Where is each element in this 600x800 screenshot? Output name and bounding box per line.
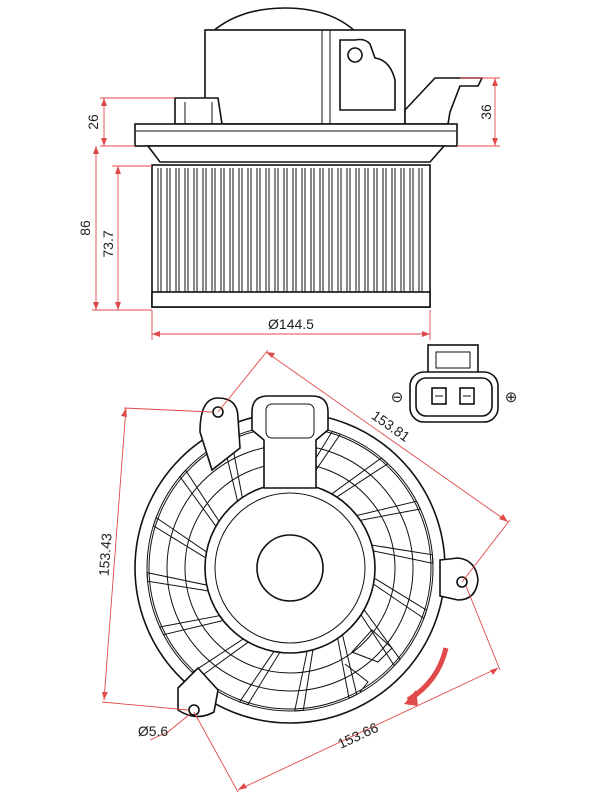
motor-shaft-hub	[256, 534, 324, 602]
dim-36: 36	[478, 104, 494, 120]
wheel-blades	[157, 168, 423, 292]
housing-spoke	[152, 516, 208, 559]
mount-ear-bottom	[177, 666, 219, 718]
dim-hole-diameter: Ø5.6	[138, 723, 169, 739]
wheel-rim	[151, 291, 431, 308]
housing-spoke	[146, 572, 209, 592]
dim-26: 26	[85, 114, 101, 130]
dim-86: 86	[77, 220, 93, 236]
housing-spoke	[294, 649, 314, 712]
flange	[134, 123, 458, 147]
dim-153-66: 153.66	[335, 719, 381, 752]
housing-spoke	[159, 615, 224, 636]
hub-ring	[146, 145, 446, 163]
side-view-dimensions: 26 86 73.7 36 Ø144.5	[77, 77, 500, 340]
terminal-minus-icon: ⊖	[391, 389, 404, 406]
dim-153-43: 153.43	[96, 533, 115, 577]
dim-73-7: 73.7	[100, 230, 116, 257]
housing-spoke	[238, 650, 281, 706]
connector-view: ⊖ ⊕	[391, 344, 518, 423]
top-view	[134, 395, 479, 724]
housing-spoke	[356, 500, 421, 521]
side-view	[134, 7, 484, 308]
housing-spoke	[372, 577, 428, 620]
top-connector-post	[251, 395, 329, 489]
housing-spoke	[330, 457, 389, 498]
housing-spoke	[179, 469, 220, 528]
mount-ear-top	[199, 397, 241, 472]
motor-dome	[209, 7, 359, 33]
right-bracket	[404, 77, 484, 125]
terminal-plus-icon: ⊕	[505, 389, 518, 406]
blower-wheel	[151, 164, 431, 308]
housing-spoke	[371, 544, 434, 564]
left-clip	[174, 97, 223, 125]
mount-hole-bottom	[188, 704, 200, 716]
housing-spoke	[337, 634, 358, 699]
dim-wheel-diameter: Ø144.5	[268, 316, 314, 332]
rotation-direction-arrow	[406, 647, 449, 703]
